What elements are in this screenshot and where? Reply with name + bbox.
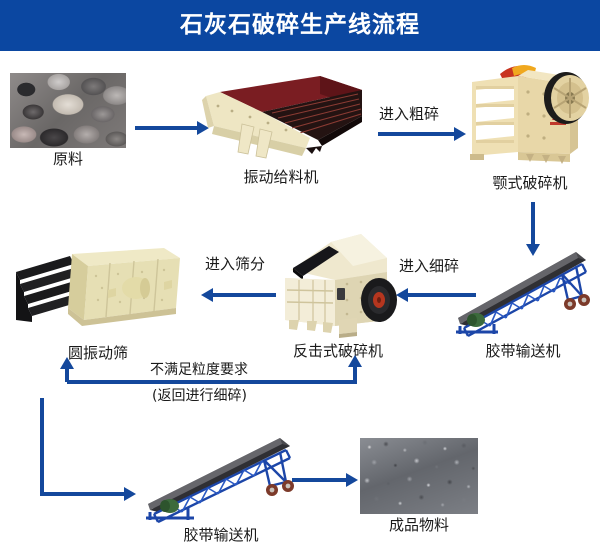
arrow-line [213, 293, 276, 297]
node-label-impact-crusher: 反击式破碎机 [292, 342, 383, 360]
arrow-head-right-icon [197, 121, 209, 135]
node-jaw-crusher: 颚式破碎机 [466, 58, 594, 192]
arrow-head-right-icon [346, 473, 358, 487]
arrow-label-impact-to-screen: 进入筛分 [205, 255, 266, 273]
raw-material-photo [10, 73, 126, 148]
node-label-finished-product: 成品物料 [388, 516, 449, 534]
impact-crusher-illustration [285, 234, 397, 338]
arrow-head-down-icon [526, 244, 540, 256]
node-finished-product: 成品物料 [360, 438, 478, 534]
node-belt-conveyor-2: 胶带输送机 [138, 432, 304, 544]
node-label-belt-conveyor-1: 胶带输送机 [485, 342, 561, 360]
arrow-label-conveyor1-to-impact: 进入细碎 [399, 257, 460, 275]
belt-conveyor-illustration [146, 438, 294, 524]
arrow-head-left-icon [396, 288, 408, 302]
arrow-line-horizontal [67, 380, 357, 384]
node-impact-crusher: 反击式破碎机 [275, 228, 401, 360]
vibrating-screen-illustration [16, 248, 180, 326]
arrow-line-up-impact [353, 364, 357, 382]
node-label-raw-material: 原料 [52, 150, 83, 168]
node-label-vibrating-screen: 圆振动筛 [67, 344, 128, 362]
arrow-head-left-icon [201, 288, 213, 302]
belt-conveyor-illustration [456, 252, 590, 338]
arrow-line [292, 478, 346, 482]
node-belt-conveyor-1: 胶带输送机 [450, 240, 596, 360]
node-label-jaw-crusher: 颚式破碎机 [492, 174, 568, 192]
arrow-line-up-screen [65, 366, 69, 382]
node-label-vibrating-feeder: 振动给料机 [243, 168, 319, 186]
arrow-head-up-icon [348, 355, 362, 367]
node-vibrating-screen: 圆振动筛 [12, 232, 184, 362]
arrow-line [408, 293, 476, 297]
node-vibrating-feeder: 振动给料机 [198, 66, 364, 186]
page-title: 石灰石破碎生产线流程 [180, 12, 420, 38]
arrow-head-right-icon [454, 127, 466, 141]
vibrating-feeder-illustration [202, 76, 362, 159]
loop-label-line1: 不满足粒度要求 [150, 362, 248, 378]
arrow-line [531, 202, 535, 246]
arrow-head-right-icon [124, 487, 136, 501]
arrow-line [135, 126, 197, 130]
header-banner: 石灰石破碎生产线流程 [0, 0, 600, 51]
node-raw-material: 原料 [10, 73, 126, 168]
arrow-head-up-icon [60, 357, 74, 369]
arrow-label-feeder-to-jaw: 进入粗碎 [379, 105, 440, 123]
arrow-line-horizontal [40, 492, 124, 496]
node-label-belt-conveyor-2: 胶带输送机 [183, 526, 259, 544]
loop-label-line2: (返回进行细碎) [152, 388, 247, 404]
arrow-line-vertical [40, 398, 44, 494]
arrow-line [378, 132, 454, 136]
jaw-crusher-illustration [470, 65, 589, 164]
finished-product-photo [360, 438, 478, 514]
